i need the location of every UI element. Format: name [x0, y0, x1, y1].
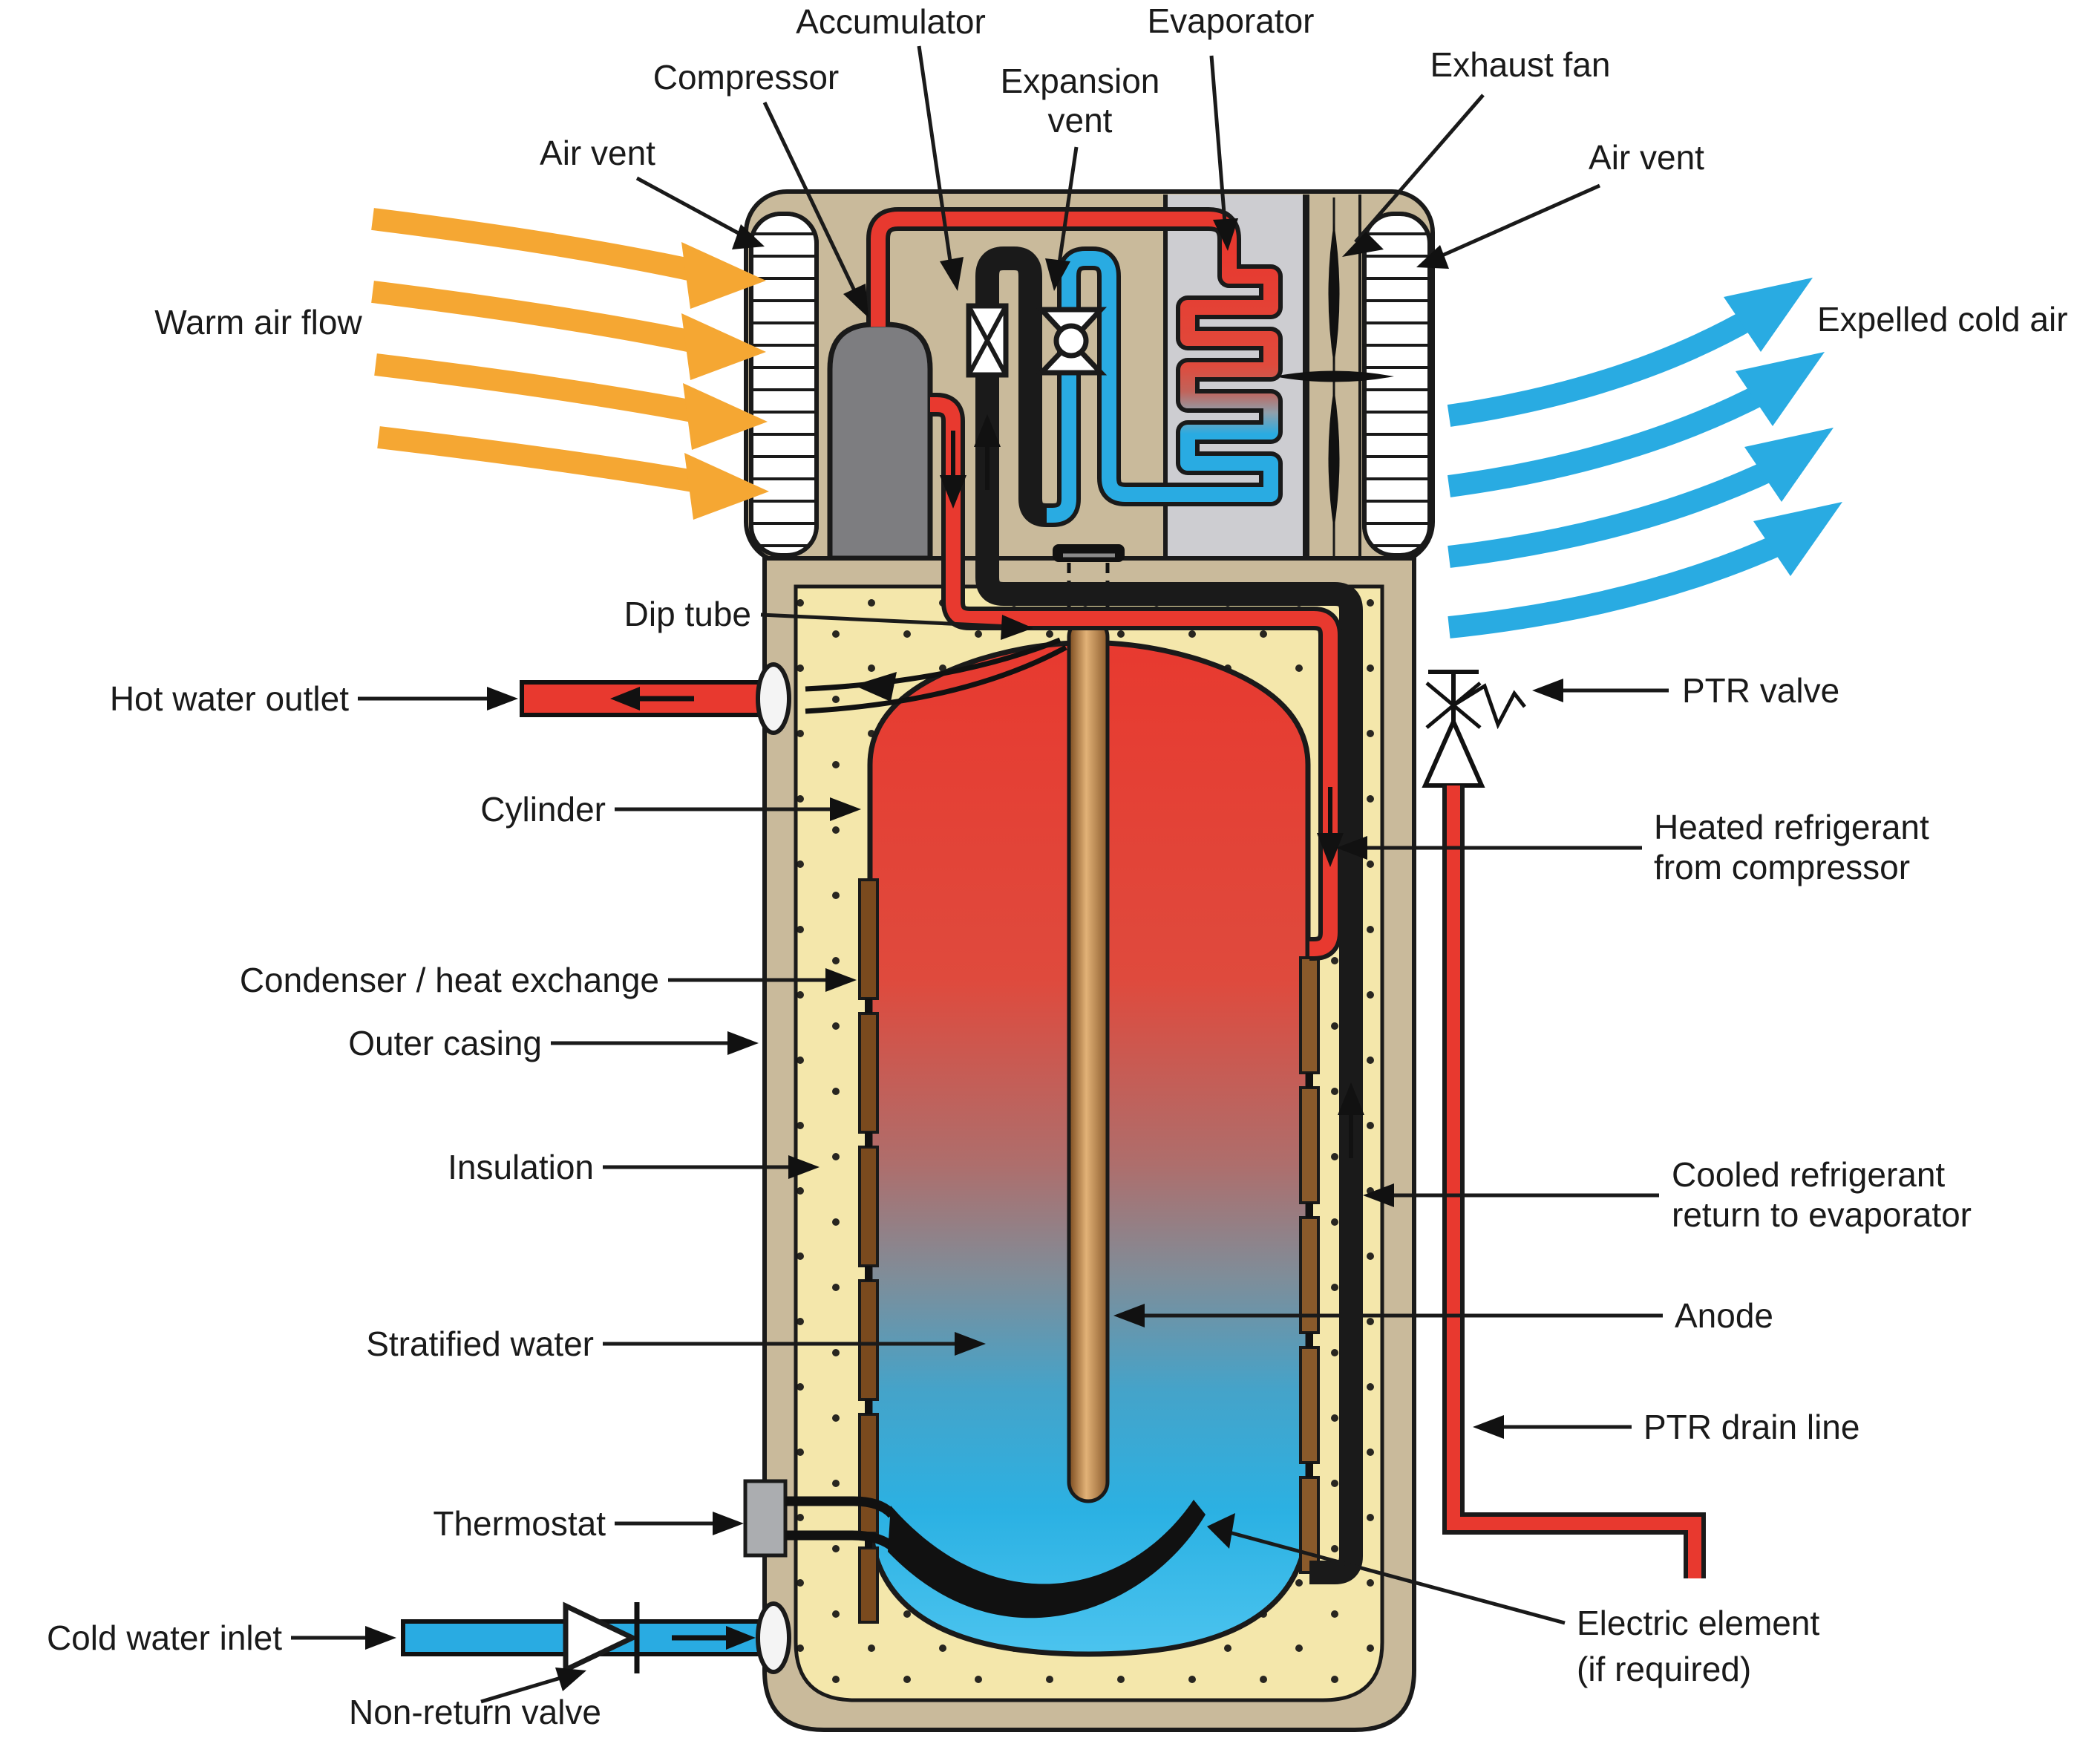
label-hot-water-outlet: Hot water outlet [110, 679, 349, 718]
label-expansion-vent-2: vent [1048, 101, 1113, 140]
label-ptr-drain-line: PTR drain line [1643, 1408, 1859, 1446]
label-cooled-refrigerant-2: return to evaporator [1672, 1195, 1972, 1234]
label-compressor: Compressor [653, 58, 840, 97]
air-vent-left-grille [749, 212, 819, 558]
label-stratified-water: Stratified water [366, 1324, 594, 1363]
label-accumulator: Accumulator [796, 2, 986, 41]
cold-air-arrows [1447, 307, 1790, 638]
exhaust-fan [1274, 197, 1394, 557]
dip-tube-flow-arrow [854, 672, 897, 702]
dip-tube [805, 637, 1067, 714]
anode-mount-bar [1053, 544, 1125, 562]
label-electric-element-1: Electric element [1577, 1604, 1819, 1642]
anode-pass-through-dashed [1067, 563, 1110, 624]
condenser-bars-right [1299, 956, 1320, 1574]
electric-element-shape [888, 1500, 1206, 1618]
label-ptr-valve: PTR valve [1682, 671, 1839, 710]
label-cylinder: Cylinder [480, 790, 606, 829]
condenser-bars-left [858, 878, 879, 1624]
label-anode: Anode [1675, 1296, 1773, 1335]
flow-arrows [940, 414, 1364, 1158]
cold-air-arrowheads [1724, 278, 1842, 576]
evaporator-coil [1128, 252, 1278, 502]
anode-rod [1067, 615, 1110, 1503]
ptr-drain-pipe [1447, 785, 1701, 1578]
refrigerant-red [929, 397, 1338, 956]
label-exhaust-fan: Exhaust fan [1430, 45, 1611, 84]
label-insulation: Insulation [448, 1148, 594, 1186]
label-outer-casing: Outer casing [348, 1024, 542, 1062]
label-thermostat: Thermostat [433, 1504, 606, 1543]
label-air-vent-left: Air vent [540, 134, 655, 172]
warm-air-arrowheads [681, 242, 769, 520]
label-air-vent-right: Air vent [1589, 138, 1704, 177]
non-return-valve-symbol [563, 1601, 639, 1674]
expansion-vent-valve [1035, 307, 1108, 376]
label-heated-refrigerant-2: from compressor [1654, 848, 1910, 886]
label-expelled-cold-air: Expelled cold air [1817, 300, 2068, 339]
label-cooled-refrigerant-1: Cooled refrigerant [1672, 1155, 1945, 1194]
refrigerant-blue [1045, 251, 1133, 523]
text-labels: Accumulator Evaporator Compressor Expans… [47, 1, 2068, 1731]
ptr-drain-casing [1442, 785, 1706, 1578]
label-electric-element-2: (if required) [1577, 1650, 1751, 1688]
ptr-valve-symbol [1422, 670, 1526, 788]
air-vent-right-grille [1362, 212, 1432, 558]
accumulator-valve [966, 303, 1009, 378]
label-dip-tube: Dip tube [624, 595, 751, 633]
warm-air-arrows [371, 208, 704, 494]
leader-lines [291, 45, 1669, 1704]
compressor-body [827, 321, 933, 561]
label-non-return-valve: Non-return valve [349, 1693, 601, 1731]
label-expansion-vent-1: Expansion [1001, 62, 1160, 100]
label-condenser: Condenser / heat exchange [240, 961, 659, 999]
cold-water-inlet-pipe [401, 1601, 791, 1674]
label-heated-refrigerant-1: Heated refrigerant [1654, 808, 1929, 846]
label-warm-air-flow: Warm air flow [154, 303, 362, 342]
label-evaporator: Evaporator [1147, 1, 1314, 40]
thermostat-box [743, 1479, 788, 1558]
label-cold-water-inlet: Cold water inlet [47, 1618, 282, 1657]
hot-water-outlet-pipe [520, 662, 791, 735]
